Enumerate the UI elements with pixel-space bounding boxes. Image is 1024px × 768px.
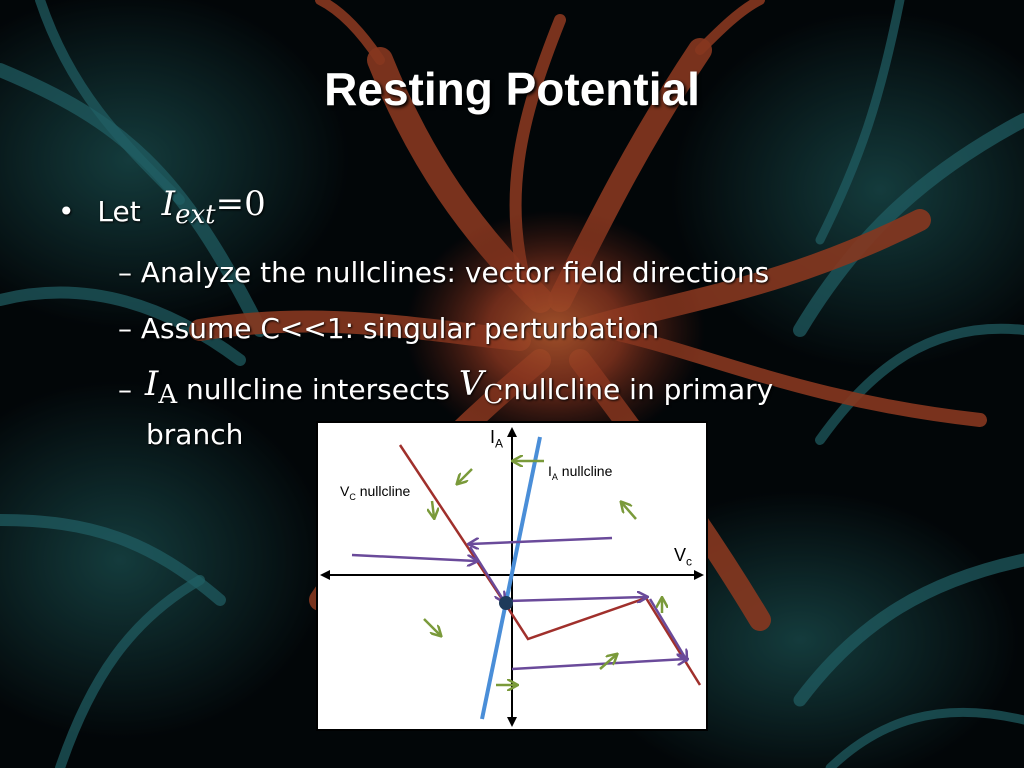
- phase-plane-diagram: IA Vc IA nullcline VC nullcline: [316, 421, 708, 731]
- vector-field-arrow: [599, 655, 616, 670]
- ia-nullcline-label: IA nullcline: [548, 463, 612, 482]
- sub-bullet-intersect-end: nullcline in primary: [503, 373, 774, 406]
- trajectory-arrow: [507, 597, 646, 601]
- trajectory-arrow: [351, 553, 476, 561]
- sub-bullet-assume: – Assume C<<1: singular perturbation: [118, 312, 659, 345]
- vc-sub: C: [483, 379, 504, 410]
- vector-field-arrow: [423, 618, 440, 635]
- ia-nullcline-line: [480, 436, 542, 720]
- dash-marker: –: [118, 312, 132, 345]
- x-axis-label-main: V: [674, 545, 687, 565]
- trajectory-arrow: [468, 546, 504, 601]
- bullet-let-text: Let: [97, 195, 141, 228]
- vc-var: V: [458, 364, 484, 404]
- iext-equals-zero: =0: [215, 184, 266, 224]
- bullet-marker: •: [58, 195, 75, 228]
- ia-var: I: [144, 364, 159, 404]
- trajectory-arrow: [648, 598, 686, 659]
- bullet-let: • Let Iext=0: [58, 184, 266, 236]
- vc-nullcline-label-sub: C: [349, 491, 356, 502]
- sub-bullet-intersect-mid: nullcline intersects: [177, 373, 459, 406]
- vc-nullcline-label: VC nullcline: [340, 483, 410, 502]
- x-axis-label-sub: c: [686, 554, 693, 569]
- vector-field-arrow: [622, 503, 637, 520]
- ia-symbol: IA: [144, 364, 177, 410]
- slide-title: Resting Potential: [324, 63, 700, 115]
- vector-field-arrow: [432, 500, 434, 517]
- iext-sub: ext: [175, 199, 216, 230]
- trajectory-arrow: [511, 659, 686, 671]
- equilibrium-point: [499, 596, 513, 610]
- x-axis-label: Vc: [674, 545, 692, 569]
- vc-nullcline-label-rest: nullcline: [355, 483, 411, 499]
- phase-plane-svg: [320, 427, 704, 727]
- vector-field-arrow: [458, 468, 473, 483]
- vc-nullcline-label-main: V: [340, 483, 350, 499]
- y-axis-label-sub: A: [495, 436, 504, 451]
- y-axis-label: IA: [490, 427, 503, 451]
- ia-sub: A: [158, 379, 178, 410]
- vc-symbol: VC: [458, 364, 503, 410]
- sub-bullet-intersect-continued: branch: [146, 418, 244, 451]
- iext-var: I: [161, 184, 176, 224]
- dash-marker: –: [118, 256, 132, 289]
- dash-marker: –: [118, 373, 132, 406]
- ia-nullcline-label-sub: A: [551, 471, 558, 482]
- sub-bullet-assume-text: Assume C<<1: singular perturbation: [140, 312, 660, 345]
- sub-bullet-nullclines: – Analyze the nullclines: vector field d…: [118, 256, 769, 289]
- y-axis-label-main: I: [490, 427, 496, 447]
- sub-bullet-nullclines-text: Analyze the nullclines: vector field dir…: [140, 256, 770, 289]
- sub-bullet-intersect: – IA nullcline intersects VCnullcline in…: [118, 364, 774, 414]
- iext-equation: Iext=0: [161, 184, 266, 230]
- vc-nullcline-curve: [398, 444, 702, 686]
- trajectory-arrow: [470, 536, 613, 544]
- ia-nullcline-label-rest: nullcline: [557, 463, 613, 479]
- ia-nullcline-label-main: I: [548, 463, 552, 479]
